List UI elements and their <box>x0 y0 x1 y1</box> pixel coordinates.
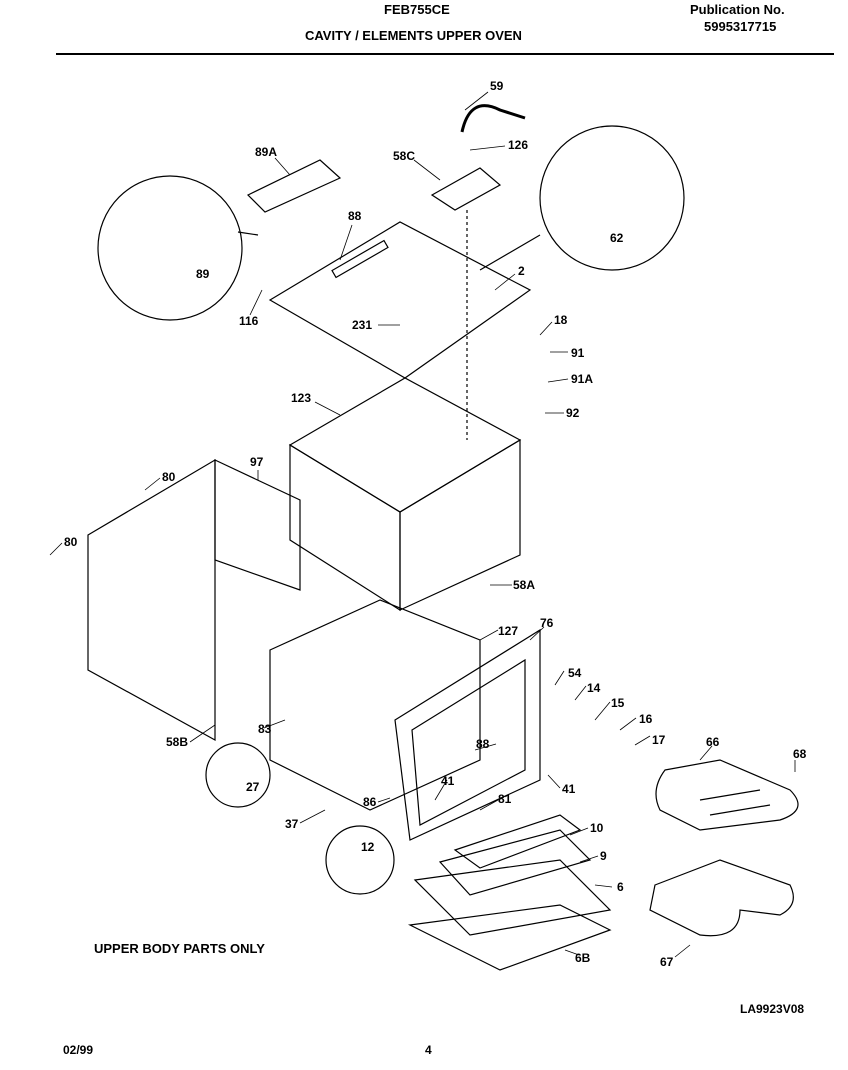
header-rule <box>56 53 834 55</box>
callout-81: 81 <box>498 792 512 806</box>
callout-91: 91 <box>571 346 585 360</box>
callout-10: 10 <box>590 821 604 835</box>
callout-116: 116 <box>239 314 259 328</box>
callout-18: 18 <box>554 313 568 327</box>
callout-9: 9 <box>600 849 607 863</box>
callout-97: 97 <box>250 455 264 469</box>
bake-element <box>649 859 794 937</box>
callout-62: 62 <box>610 231 624 245</box>
callout-12: 12 <box>361 840 375 854</box>
parts-note: UPPER BODY PARTS ONLY <box>94 941 265 956</box>
detail-circle-62 <box>539 125 685 271</box>
callout-231: 231 <box>352 318 372 332</box>
callout-41-right: 41 <box>562 782 576 796</box>
relay-box <box>246 159 342 213</box>
callout-91a: 91A <box>571 372 593 386</box>
callout-83: 83 <box>258 722 272 736</box>
callout-123: 123 <box>291 391 311 405</box>
callout-88-door: 88 <box>476 737 490 751</box>
callout-58a: 58A <box>513 578 535 592</box>
detail-circle-89 <box>97 175 243 321</box>
callout-14: 14 <box>587 681 601 695</box>
publication-date: 02/99 <box>63 1043 94 1057</box>
rear-wall <box>214 459 301 591</box>
publication-label: Publication No. <box>690 2 785 17</box>
model-number: FEB755CE <box>384 2 450 17</box>
callout-59: 59 <box>490 79 504 93</box>
callout-58b: 58B <box>166 735 188 749</box>
callout-68: 68 <box>793 747 807 761</box>
callout-54: 54 <box>568 666 582 680</box>
callout-41-left: 41 <box>441 774 455 788</box>
oven-rack <box>413 859 612 936</box>
callout-27: 27 <box>246 780 260 794</box>
callout-127: 127 <box>498 624 518 638</box>
callout-92: 92 <box>566 406 580 420</box>
cavity-right-wall <box>399 438 521 611</box>
broil-element <box>655 759 799 831</box>
door-frame <box>394 628 541 841</box>
callout-66: 66 <box>706 735 720 749</box>
callout-17: 17 <box>652 733 666 747</box>
callout-126: 126 <box>508 138 528 152</box>
callout-76: 76 <box>540 616 554 630</box>
oven-liner <box>269 599 481 811</box>
callout-58c: 58C <box>393 149 415 163</box>
heat-sink <box>430 167 502 211</box>
callout-80-upper: 80 <box>162 470 176 484</box>
oven-rack-bottom <box>407 904 612 971</box>
top-cover-plate <box>268 221 532 379</box>
callout-6: 6 <box>617 880 624 894</box>
side-panel <box>87 458 216 742</box>
callout-2: 2 <box>518 264 525 278</box>
detail-circle-27 <box>205 742 271 808</box>
callout-89: 89 <box>196 267 210 281</box>
callout-89a: 89A <box>255 145 277 159</box>
broiler-insert <box>453 814 582 869</box>
callout-86: 86 <box>363 795 377 809</box>
callout-16: 16 <box>639 712 653 726</box>
page-number: 4 <box>425 1043 432 1057</box>
cavity-top <box>288 377 522 513</box>
callout-15: 15 <box>611 696 625 710</box>
publication-number: 5995317715 <box>704 19 777 34</box>
callout-88-top: 88 <box>348 209 362 223</box>
callout-67: 67 <box>660 955 674 969</box>
broiler-pan <box>438 829 592 896</box>
vent-tube <box>460 104 526 133</box>
callout-37: 37 <box>285 817 299 831</box>
detail-circle-12 <box>325 825 395 895</box>
callout-6b: 6B <box>575 951 591 965</box>
section-title: CAVITY / ELEMENTS UPPER OVEN <box>305 28 522 43</box>
figure-code: LA9923V08 <box>740 1002 805 1016</box>
callout-80-lower: 80 <box>64 535 78 549</box>
